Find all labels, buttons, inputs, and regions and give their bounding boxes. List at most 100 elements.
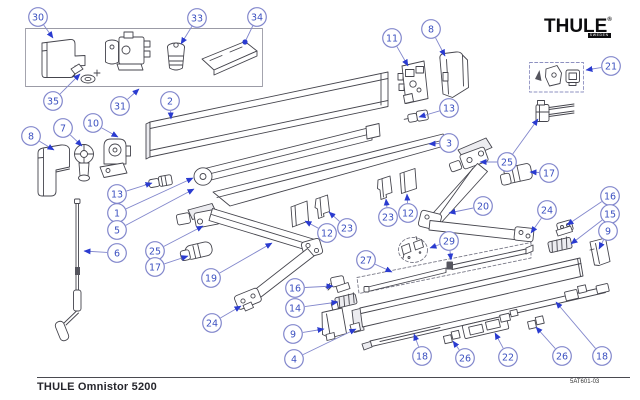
leader-line xyxy=(566,201,602,226)
callout-number: 23 xyxy=(341,223,353,234)
callout-number: 31 xyxy=(114,101,126,112)
leader-line xyxy=(101,127,119,138)
leader-line xyxy=(180,26,193,45)
callout-17: 17 xyxy=(529,163,559,183)
callout-circle xyxy=(439,133,459,153)
callout-number: 12 xyxy=(321,228,333,239)
callout-number: 24 xyxy=(206,318,218,329)
callout-circle xyxy=(421,19,441,39)
leader-line xyxy=(383,198,390,208)
leader-line xyxy=(83,248,108,255)
callout-2: 2 xyxy=(160,91,180,120)
callout-number: 27 xyxy=(360,255,372,266)
leader-line xyxy=(447,250,454,261)
leader-line xyxy=(413,333,420,347)
callout-circle xyxy=(601,56,621,76)
model-title: THULE Omnistor 5200 xyxy=(37,381,157,393)
leader-line xyxy=(304,220,319,229)
callout-15: 15 xyxy=(570,204,620,245)
callout-circle xyxy=(110,96,130,116)
callout-22: 22 xyxy=(494,332,518,367)
callout-number: 20 xyxy=(477,201,489,212)
tension-rafter-rail xyxy=(361,283,610,351)
callout-circle xyxy=(537,200,557,220)
callout-circle xyxy=(283,324,303,344)
callout-circle xyxy=(598,221,618,241)
leader-line xyxy=(220,305,242,319)
callout-8: 8 xyxy=(21,126,55,151)
callout-circle xyxy=(455,348,475,368)
callout-18: 18 xyxy=(555,301,612,366)
callout-circle xyxy=(473,196,493,216)
callout-number: 1 xyxy=(114,208,120,219)
leader-line xyxy=(374,263,393,273)
callout-circle xyxy=(28,7,48,27)
callout-circle xyxy=(356,250,376,270)
callout-31: 31 xyxy=(110,88,140,116)
callout-number: 4 xyxy=(291,354,297,365)
leader-line xyxy=(570,219,603,245)
callout-number: 9 xyxy=(290,329,296,340)
callout-number: 26 xyxy=(556,351,568,362)
leader-line xyxy=(125,177,194,210)
leader-line xyxy=(39,140,55,151)
callout-29: 29 xyxy=(429,231,459,261)
callout-9: 9 xyxy=(283,324,325,344)
leader-line xyxy=(69,134,83,147)
callout-21: 21 xyxy=(585,56,621,76)
callout-number: 15 xyxy=(604,209,616,220)
leader-line xyxy=(529,169,540,176)
callout-number: 11 xyxy=(386,33,398,44)
leader-line xyxy=(304,283,334,290)
callout-circle xyxy=(43,91,63,111)
callout-number: 6 xyxy=(114,248,120,259)
callout-number: 14 xyxy=(289,303,301,314)
callout-14: 14 xyxy=(285,298,339,318)
callout-number: 3 xyxy=(446,138,452,149)
callout-circle xyxy=(552,346,572,366)
callout-circle xyxy=(317,223,337,243)
leader-line xyxy=(404,193,411,204)
callout-circle xyxy=(107,243,127,263)
leader-line xyxy=(164,255,189,265)
motor-assembly-part xyxy=(105,31,151,71)
callout-circle xyxy=(337,218,357,238)
leader-line xyxy=(396,46,409,67)
callout-33: 33 xyxy=(180,8,207,45)
leader-line xyxy=(429,242,440,249)
callout-26: 26 xyxy=(535,326,572,366)
callout-number: 34 xyxy=(251,12,263,23)
callout-circle xyxy=(284,349,304,369)
leader-line xyxy=(302,327,325,333)
leader-line xyxy=(59,73,81,95)
callout-number: 16 xyxy=(289,283,301,294)
leader-line xyxy=(219,242,273,274)
callout-number: 10 xyxy=(87,118,99,129)
callout-12: 12 xyxy=(398,193,418,223)
clip-detail-circle xyxy=(398,236,428,263)
callout-circle xyxy=(412,346,432,366)
pin-connector-part xyxy=(535,100,575,122)
callout-19: 19 xyxy=(201,242,273,288)
callout-number: 16 xyxy=(604,191,616,202)
mounting-bracket-part xyxy=(70,63,101,84)
gear-drive-part xyxy=(74,144,94,182)
callout-number: 17 xyxy=(149,262,161,273)
leader-line xyxy=(435,37,446,57)
leader-line xyxy=(585,66,602,72)
leader-line xyxy=(598,239,605,250)
callout-circle xyxy=(285,278,305,298)
callout-circle xyxy=(382,28,402,48)
callout-circle xyxy=(83,113,103,133)
callout-number: 29 xyxy=(443,236,455,247)
left-end-cap-part xyxy=(37,144,70,197)
callout-25: 25 xyxy=(145,225,204,261)
callout-circle xyxy=(187,8,207,28)
callout-5: 5 xyxy=(107,188,195,240)
callout-circle xyxy=(498,347,518,367)
callout-35: 35 xyxy=(43,73,81,111)
leader-line xyxy=(555,301,596,349)
